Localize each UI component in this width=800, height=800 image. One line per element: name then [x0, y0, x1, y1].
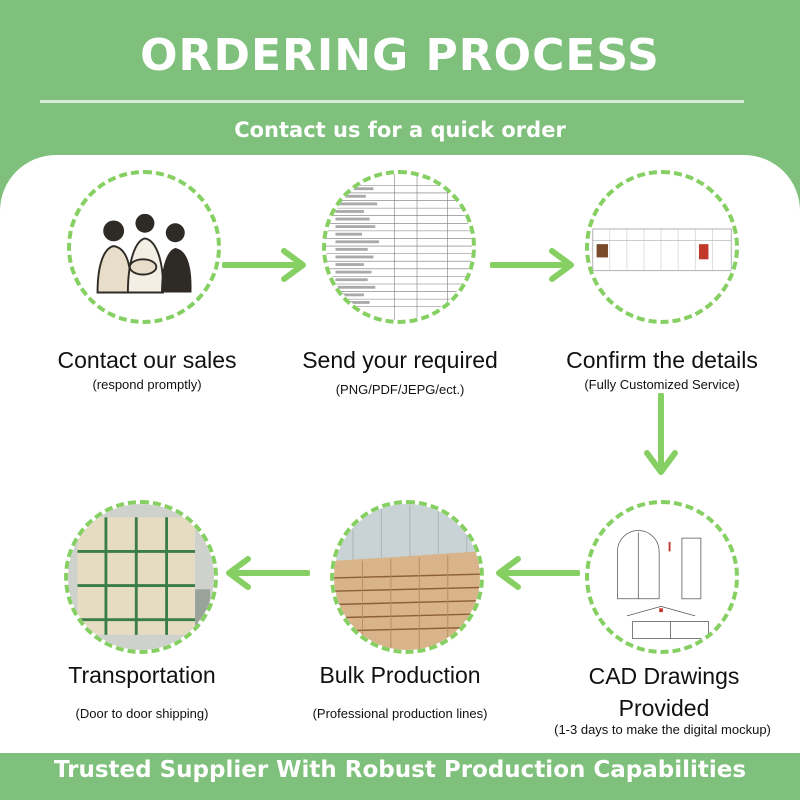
arrow-left-icon [222, 556, 311, 594]
step-label: Transportation [68, 662, 216, 688]
step-note: (Professional production lines) [312, 706, 488, 721]
transportation-image [64, 500, 218, 654]
step-note: (PNG/PDF/JEPG/ect.) [335, 382, 465, 397]
step-note: (1-3 days to make the digital mockup) [554, 722, 771, 737]
confirm-details-image [585, 170, 739, 324]
contact-sales-image [67, 170, 221, 324]
cad-drawing-image [585, 500, 739, 654]
bulk-production-image [330, 500, 484, 654]
step-label: Contact our sales [57, 347, 237, 373]
arrow-left-icon [492, 556, 581, 594]
step-label: Confirm the details [566, 347, 758, 373]
page-subtitle: Contact us for a quick order [234, 118, 566, 142]
step-label: CAD Drawings Provided [588, 663, 740, 721]
step-label: Send your required [302, 347, 498, 373]
footer-tagline: Trusted Supplier With Robust Production … [53, 757, 747, 783]
requirements-spreadsheet-image [322, 170, 476, 324]
arrow-down-icon [644, 392, 678, 483]
step-note: (Door to door shipping) [75, 706, 209, 721]
arrow-right-icon [221, 248, 310, 286]
title-divider [40, 100, 744, 103]
page-title: ORDERING PROCESS [140, 30, 660, 81]
step-note: (respond promptly) [92, 377, 202, 392]
step-label: Bulk Production [319, 662, 481, 688]
arrow-right-icon [489, 248, 578, 286]
step-note: (Fully Customized Service) [584, 377, 740, 392]
